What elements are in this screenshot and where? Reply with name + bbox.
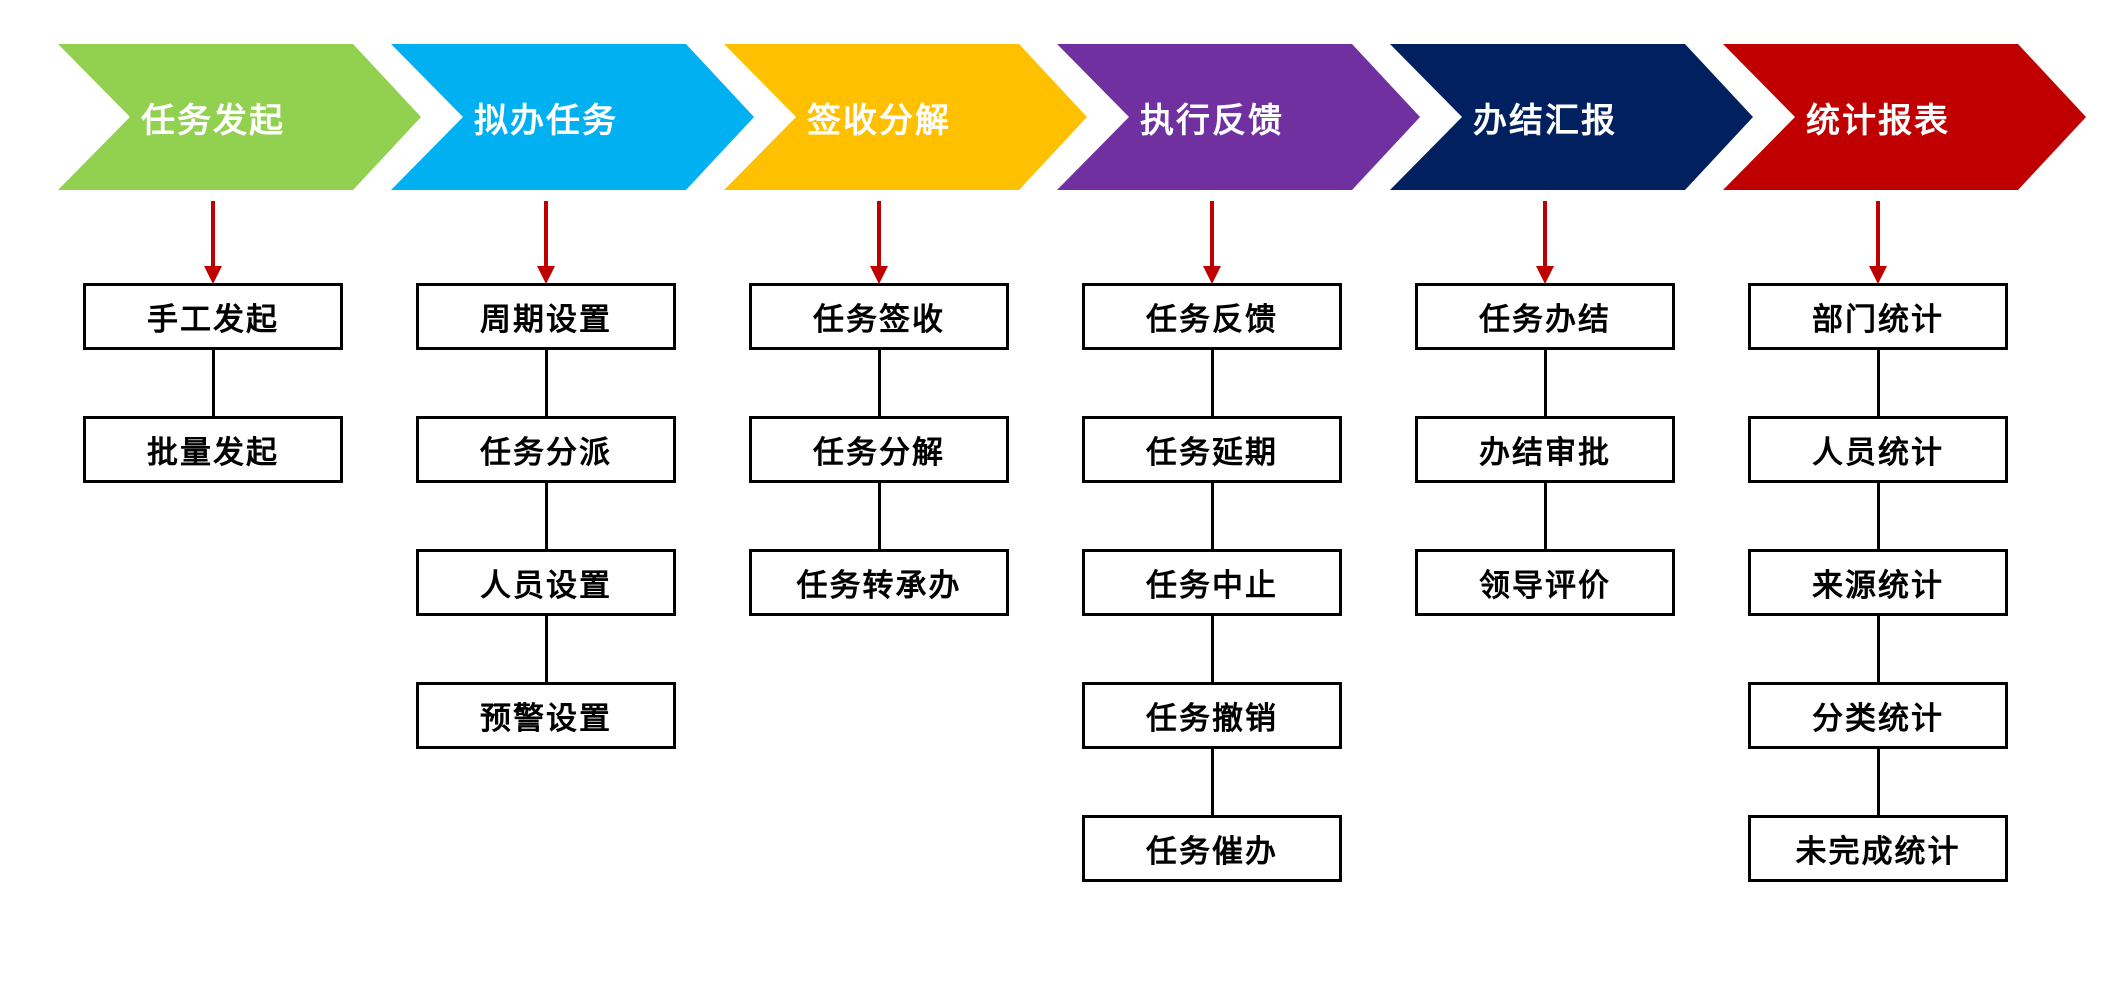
flow-node: 预警设置 [416, 682, 676, 749]
down-arrow-shaft [1210, 201, 1214, 268]
stage-label: 签收分解 [807, 101, 951, 140]
connector-line [1876, 483, 1880, 549]
flow-node: 任务中止 [1082, 549, 1342, 616]
node-label: 任务签收 [813, 302, 945, 337]
connector-line [544, 483, 548, 549]
connector-line [1876, 616, 1880, 682]
stage-label: 办结汇报 [1473, 101, 1617, 140]
node-label: 任务反馈 [1146, 302, 1278, 337]
node-label: 任务延期 [1146, 435, 1278, 470]
flow-node: 分类统计 [1748, 682, 2008, 749]
node-label: 领导评价 [1479, 568, 1611, 603]
flow-node: 来源统计 [1748, 549, 2008, 616]
stage-chevron-4: 执行反馈 [1057, 44, 1420, 190]
node-label: 任务办结 [1479, 302, 1611, 337]
stage-chevron-5: 办结汇报 [1390, 44, 1753, 190]
flow-node: 任务延期 [1082, 416, 1342, 483]
node-label: 周期设置 [480, 302, 612, 337]
flow-node: 任务撤销 [1082, 682, 1342, 749]
down-arrow-shaft [1543, 201, 1547, 268]
connector-line [544, 616, 548, 682]
down-arrow-head [1203, 266, 1221, 284]
down-arrow-head [1869, 266, 1887, 284]
stage-chevron-1: 任务发起 [58, 44, 421, 190]
flow-node: 任务分派 [416, 416, 676, 483]
down-arrow-shaft [877, 201, 881, 268]
down-arrow-shaft [1876, 201, 1880, 268]
flow-node: 部门统计 [1748, 283, 2008, 350]
flow-node: 任务办结 [1415, 283, 1675, 350]
flow-node: 办结审批 [1415, 416, 1675, 483]
connector-line [1210, 749, 1214, 815]
connector-line [211, 350, 215, 416]
node-label: 任务催办 [1146, 834, 1278, 869]
connector-line [1210, 350, 1214, 416]
stage-label: 任务发起 [141, 101, 285, 140]
node-label: 分类统计 [1812, 701, 1944, 736]
stage-chevron-2: 拟办任务 [391, 44, 754, 190]
flow-node: 任务催办 [1082, 815, 1342, 882]
node-label: 手工发起 [147, 302, 279, 337]
connector-line [1876, 350, 1880, 416]
down-arrow-head [537, 266, 555, 284]
flow-node: 未完成统计 [1748, 815, 2008, 882]
node-label: 来源统计 [1812, 568, 1944, 603]
flow-node: 周期设置 [416, 283, 676, 350]
node-label: 预警设置 [480, 701, 612, 736]
down-arrow-head [1536, 266, 1554, 284]
stage-label: 拟办任务 [474, 101, 618, 140]
node-label: 任务中止 [1146, 568, 1278, 603]
flow-node: 手工发起 [83, 283, 343, 350]
connector-line [1210, 616, 1214, 682]
node-label: 办结审批 [1479, 435, 1611, 470]
node-label: 人员设置 [480, 568, 612, 603]
node-label: 人员统计 [1812, 435, 1944, 470]
node-label: 任务分派 [480, 435, 612, 470]
flow-node: 人员设置 [416, 549, 676, 616]
node-label: 批量发起 [147, 435, 279, 470]
flow-node: 任务分解 [749, 416, 1009, 483]
node-label: 任务分解 [813, 435, 945, 470]
connector-line [1210, 483, 1214, 549]
flow-node: 任务签收 [749, 283, 1009, 350]
flow-node: 任务转承办 [749, 549, 1009, 616]
stage-label: 统计报表 [1806, 101, 1950, 140]
flow-node: 领导评价 [1415, 549, 1675, 616]
node-label: 任务撤销 [1146, 701, 1278, 736]
stage-chevron-3: 签收分解 [724, 44, 1087, 190]
node-label: 任务转承办 [796, 568, 962, 603]
down-arrow-head [870, 266, 888, 284]
connector-line [877, 483, 881, 549]
down-arrow-shaft [544, 201, 548, 268]
connector-line [877, 350, 881, 416]
node-label: 未完成统计 [1795, 834, 1961, 869]
down-arrow-shaft [211, 201, 215, 268]
flow-node: 批量发起 [83, 416, 343, 483]
flow-node: 人员统计 [1748, 416, 2008, 483]
connector-line [1876, 749, 1880, 815]
down-arrow-head [204, 266, 222, 284]
stage-label: 执行反馈 [1140, 101, 1284, 140]
connector-line [1543, 483, 1547, 549]
connector-line [544, 350, 548, 416]
stage-chevron-6: 统计报表 [1723, 44, 2086, 190]
connector-line [1543, 350, 1547, 416]
node-label: 部门统计 [1812, 302, 1944, 337]
flow-node: 任务反馈 [1082, 283, 1342, 350]
